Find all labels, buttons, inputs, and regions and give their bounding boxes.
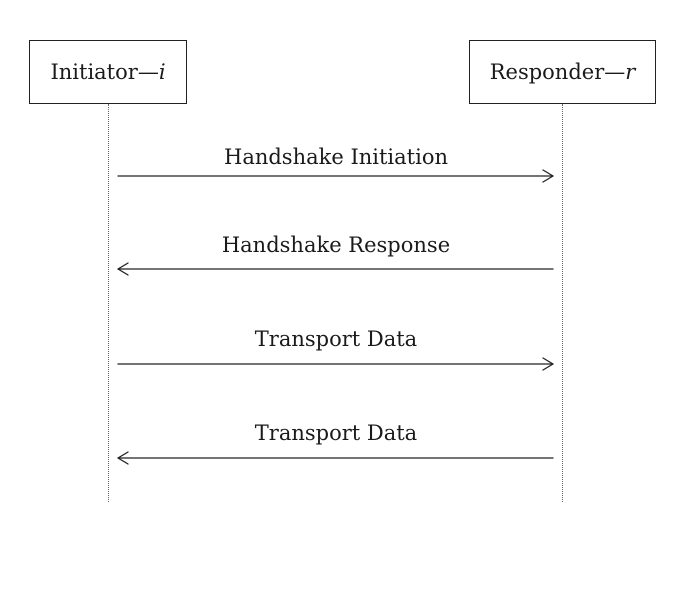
- responder-box: Responder—r: [469, 40, 656, 104]
- initiator-name: Initiator: [50, 60, 138, 84]
- initiator-lifeline: [108, 104, 109, 502]
- message-label-handshake-response: Handshake Response: [221, 233, 451, 257]
- responder-lifeline: [562, 104, 563, 502]
- message-label-transport-data-outbound: Transport Data: [254, 327, 418, 351]
- arrow-transport-data-inbound: [117, 451, 554, 465]
- initiator-dash: —: [137, 60, 159, 84]
- message-label-handshake-initiation: Handshake Initiation: [224, 145, 448, 169]
- message-label-transport-data-inbound: Transport Data: [254, 421, 418, 445]
- arrow-handshake-response: [117, 262, 554, 276]
- initiator-symbol: i: [158, 60, 166, 84]
- arrow-handshake-initiation: [117, 169, 554, 183]
- initiator-box: Initiator—i: [29, 40, 187, 104]
- responder-dash: —: [604, 60, 626, 84]
- responder-symbol: r: [625, 60, 636, 84]
- responder-name: Responder: [489, 60, 605, 84]
- arrow-transport-data-outbound: [117, 357, 554, 371]
